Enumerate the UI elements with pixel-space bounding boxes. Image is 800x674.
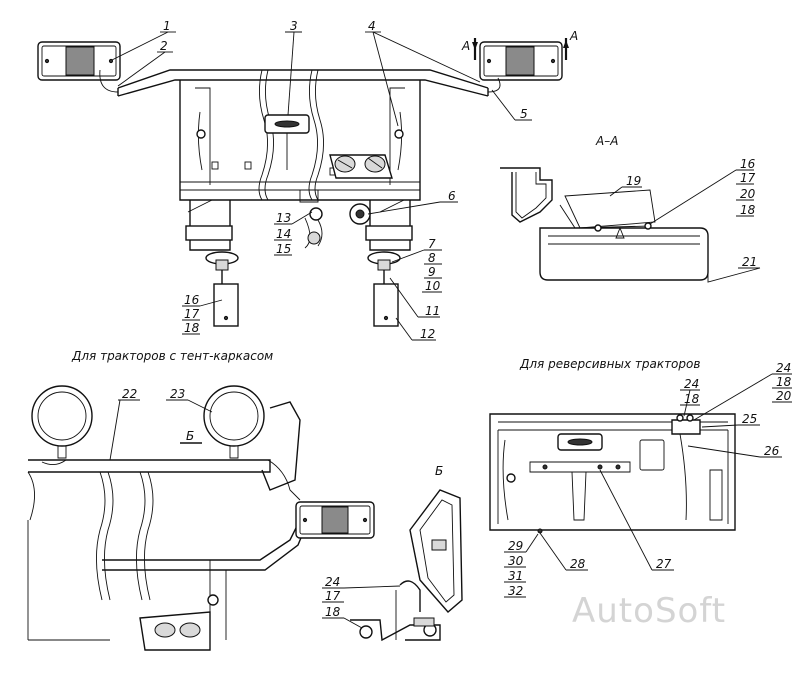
main-view-labels: 1 2 3 4 5 6 7 8 9 10 11 12 13 (111, 19, 578, 341)
label-20b: 20 (740, 187, 756, 201)
reversible-view (489, 413, 736, 534)
label-31: 31 (508, 569, 523, 583)
label-19: 19 (626, 174, 641, 188)
label-4: 4 (368, 19, 376, 33)
label-18d: 18 (684, 392, 700, 406)
main-front-view (37, 38, 569, 327)
caption-reversible: Для реверсивных тракторов (519, 357, 700, 371)
label-17b: 17 (740, 171, 756, 185)
label-22: 22 (122, 387, 137, 401)
section-mark-a-left: А (461, 39, 470, 53)
label-6: 6 (448, 189, 456, 203)
caption-tent-frame: Для тракторов с тент-каркасом (71, 349, 273, 363)
label-29: 29 (508, 539, 523, 553)
label-17: 17 (184, 307, 200, 321)
label-24a: 24 (325, 575, 340, 589)
left-tail-light (37, 41, 121, 81)
label-5: 5 (520, 107, 528, 121)
label-14: 14 (276, 227, 291, 241)
label-18b: 18 (740, 203, 756, 217)
work-lamp-assembly (329, 154, 393, 179)
section-aa-labels: 16 17 20 18 19 21 (609, 157, 760, 269)
label-24c: 24 (776, 361, 791, 375)
label-21: 21 (742, 255, 757, 269)
label-28: 28 (570, 557, 586, 571)
label-30: 30 (508, 554, 524, 568)
label-26: 26 (764, 444, 780, 458)
view-mark-b: Б (186, 429, 194, 443)
label-32: 32 (508, 584, 523, 598)
label-18: 18 (184, 321, 200, 335)
label-2: 2 (160, 39, 168, 53)
label-16: 16 (184, 293, 200, 307)
section-aa-view: А–А (500, 134, 761, 283)
label-10: 10 (425, 279, 441, 293)
label-24b: 24 (684, 377, 699, 391)
label-13: 13 (276, 211, 291, 225)
section-mark-a-right: А (569, 29, 578, 43)
label-3: 3 (290, 19, 298, 33)
label-7: 7 (428, 237, 436, 251)
label-18c: 18 (325, 605, 341, 619)
label-16b: 16 (740, 157, 756, 171)
reversible-labels: 24 18 20 24 18 25 26 27 28 29 30 31 32 (504, 361, 792, 598)
section-aa-title: А–А (595, 134, 618, 148)
label-25: 25 (742, 412, 757, 426)
section-mark-a (472, 38, 569, 60)
view-b-detail: Б (350, 464, 463, 642)
label-17c: 17 (325, 589, 341, 603)
label-15: 15 (276, 242, 291, 256)
label-27: 27 (656, 557, 672, 571)
label-18e: 18 (776, 375, 792, 389)
label-1: 1 (163, 19, 171, 33)
label-11: 11 (425, 304, 440, 318)
tent-frame-labels: 22 23 Б (109, 387, 213, 461)
label-8: 8 (428, 251, 436, 265)
label-20e: 20 (776, 389, 792, 403)
label-23: 23 (170, 387, 185, 401)
view-b-title: Б (435, 464, 443, 478)
label-12: 12 (420, 327, 435, 341)
watermark-text: AutoSoft (572, 591, 726, 631)
right-tail-light (479, 41, 563, 81)
tent-frame-view (27, 385, 375, 651)
view-b-labels: 24 17 18 (322, 575, 401, 629)
label-9: 9 (428, 265, 436, 279)
